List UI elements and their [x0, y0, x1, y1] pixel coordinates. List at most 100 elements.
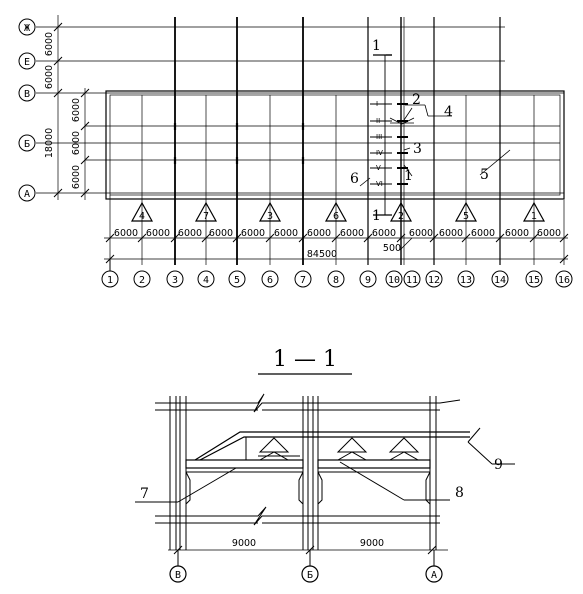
total-dim-label: 84500 [307, 249, 337, 260]
row-dim-label: 6000 [44, 32, 55, 56]
callout-number: 5 [480, 167, 489, 183]
section-view: 1 — 1 [135, 347, 515, 583]
section-dim-label: 9000 [360, 538, 384, 549]
total-row-dim-label: 18000 [44, 128, 55, 158]
triangle-label: 3 [267, 211, 273, 222]
column-axis: 14 [491, 270, 509, 288]
triangle-markers [130, 201, 546, 222]
column-axis: 5 [228, 270, 246, 288]
row-axis-v: В [18, 84, 36, 102]
column-axis: 2 [133, 270, 151, 288]
callout-number: 1 [404, 168, 413, 184]
equipment-label: III [376, 133, 382, 141]
column-axis: 13 [457, 270, 475, 288]
column-label: 7 [300, 275, 306, 286]
callout-leaders [359, 104, 511, 251]
triangle-label: 5 [463, 211, 469, 222]
column-label: 3 [172, 275, 178, 286]
column-axis: 15 [525, 270, 543, 288]
row-dim-label: 6000 [71, 165, 82, 189]
column-label: 5 [234, 275, 240, 286]
building-outline-inner [109, 94, 561, 196]
column-axis: 4 [197, 270, 215, 288]
column-label: 2 [139, 275, 145, 286]
bay-dim-label: 6000 [146, 228, 170, 239]
column-label: 4 [203, 275, 209, 286]
section-title: 1 — 1 [273, 347, 337, 372]
callout-number: 8 [455, 485, 464, 501]
column-label: 15 [528, 275, 540, 286]
row-label: E [24, 57, 30, 68]
bay-dimensions: 6000 6000 6000 6000 6000 6000 6000 6000 … [114, 228, 561, 260]
column-label: 10 [388, 275, 400, 286]
row-label: A [24, 189, 30, 200]
callout-number: 2 [412, 92, 421, 108]
bay-dim-label: 6000 [274, 228, 298, 239]
bay-dim-label: 6000 [471, 228, 495, 239]
row-dim-label: 6000 [71, 131, 82, 155]
section-axis: Б [301, 565, 319, 583]
column-label: 8 [333, 275, 339, 286]
column-label: 14 [494, 275, 506, 286]
callout-number: 6 [350, 171, 359, 187]
column-axis: 10 [385, 270, 403, 288]
section-axis: A [425, 565, 443, 583]
triangle-label: 2 [398, 211, 404, 222]
small-equipment-labels: I II III IV V VI [376, 100, 383, 188]
column-axis: 9 [359, 270, 377, 288]
section-axis: В [169, 565, 187, 583]
column-axis: 1 [101, 259, 119, 288]
column-axis: 11 [403, 270, 421, 288]
section-mark-top: 1 [372, 38, 381, 54]
equipment-label: IV [376, 149, 383, 157]
section-mark-bottom: 1 [372, 208, 381, 224]
callout-number: 4 [444, 104, 453, 120]
axis-label: В [175, 570, 181, 581]
column-label: 11 [406, 275, 418, 286]
column-label: 6 [267, 275, 273, 286]
bay-dim-label: 6000 [409, 228, 433, 239]
bay-dim-label: 6000 [537, 228, 561, 239]
callout-number: 3 [413, 141, 422, 157]
plan-callouts: 1 2 3 4 5 6 1 1 [350, 38, 489, 224]
triangle-label: 1 [531, 211, 537, 222]
equipment-label: V [376, 164, 381, 172]
row-axis-e: E [18, 52, 36, 70]
column-axis: 12 [425, 270, 443, 288]
column-label: 1 [107, 275, 113, 286]
column-axis: 16 [555, 270, 573, 288]
equipment-label: II [376, 117, 380, 125]
triangle-label: 6 [333, 211, 339, 222]
triangle-label: 7 [203, 211, 209, 222]
bay-dim-label: 6000 [114, 228, 138, 239]
column-axis: 6 [261, 270, 279, 288]
row-axis-markers: Ж E В Б A [18, 18, 36, 202]
axis-label: A [431, 570, 437, 581]
bay-dim-label: 6000 [439, 228, 463, 239]
row-axis-zh: Ж [18, 18, 36, 36]
triangle-labels: 4 7 3 6 2 5 1 [139, 211, 537, 222]
column-label: 9 [365, 275, 371, 286]
column-axis: 7 [294, 270, 312, 288]
triangle-label: 4 [139, 211, 145, 222]
callout-number: 7 [140, 486, 149, 502]
column-axis: 8 [327, 270, 345, 288]
column-label: 16 [558, 275, 570, 286]
bay-dim-ticks [105, 233, 569, 264]
equipment-ticks [370, 103, 408, 185]
row-dim-label: 6000 [71, 98, 82, 122]
column-axis-markers: 1 2 3 4 5 6 7 8 9 10 11 12 13 14 15 16 [101, 259, 573, 288]
row-label: Б [24, 139, 30, 150]
row-dim-label: 6000 [44, 65, 55, 89]
column-label: 12 [428, 275, 440, 286]
column-axis: 3 [166, 270, 184, 288]
equipment-label: I [376, 100, 378, 108]
plan-view [36, 15, 569, 265]
equipment-label: VI [376, 180, 383, 188]
bay-dim-label: 6000 [241, 228, 265, 239]
row-dimensions: 6000 6000 6000 6000 6000 18000 [44, 32, 82, 189]
row-label: Ж [24, 23, 30, 34]
column-label: 13 [460, 275, 472, 286]
bay-dim-label: 6000 [178, 228, 202, 239]
